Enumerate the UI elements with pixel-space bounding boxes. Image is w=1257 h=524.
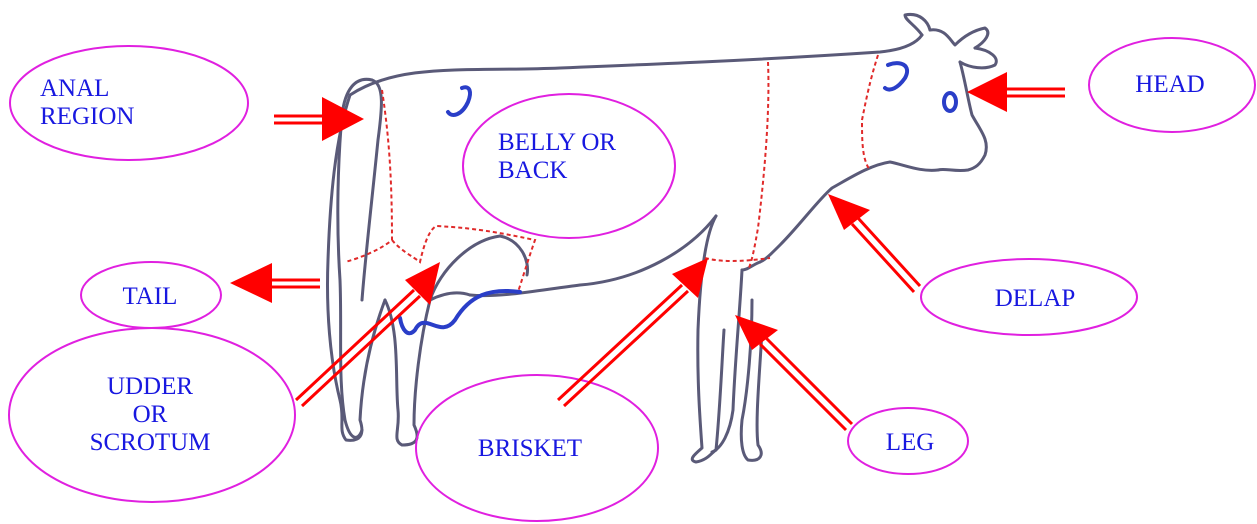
label-leg: LEG [860,428,960,458]
arrow-leg [735,315,852,430]
label-tail: TAIL [90,282,210,312]
cow-illustration [328,14,997,462]
arrow-head [967,72,1065,112]
arrow-brisket [558,258,708,406]
label-belly-or-back: BELLY OR BACK [480,126,678,188]
label-anal-region: ANAL REGION [40,72,180,134]
arrow-delap [828,194,920,292]
arrow-udder-or-scrotum [296,262,440,406]
cow-markings [400,63,956,333]
label-delap: DELAP [955,284,1115,314]
arrow-tail [230,263,320,303]
label-brisket: BRISKET [455,434,605,464]
arrow-anal-region [274,97,364,141]
label-udder-or-scrotum: UDDER OR SCROTUM [60,366,240,464]
label-head: HEAD [1110,70,1230,100]
